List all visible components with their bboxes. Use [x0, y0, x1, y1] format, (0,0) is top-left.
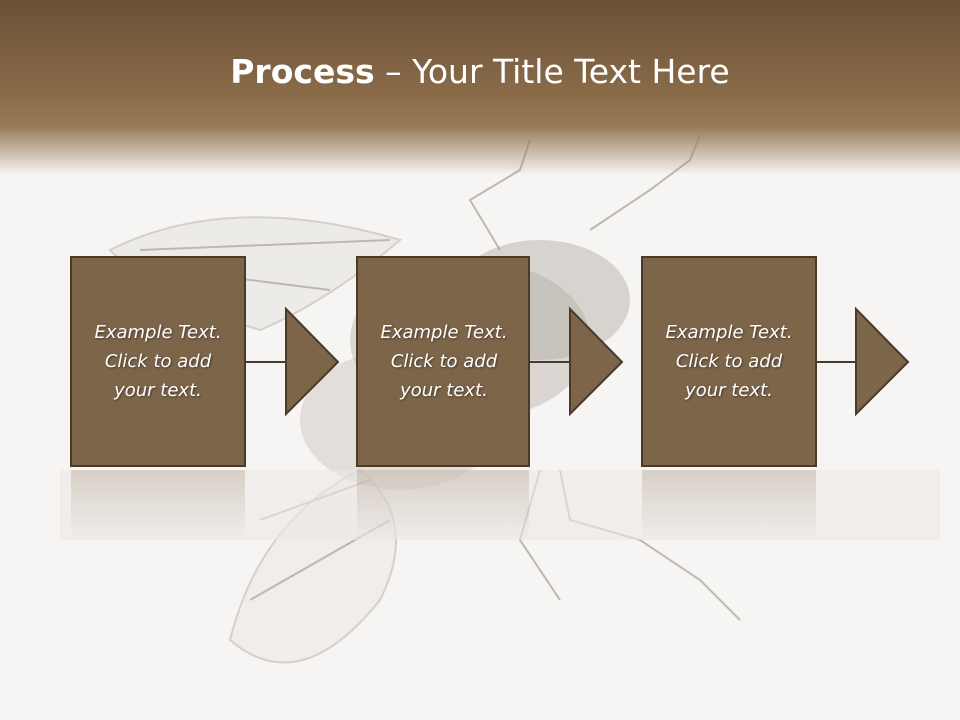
step-2-shape[interactable]: [356, 256, 624, 467]
title-rest: – Your Title Text Here: [374, 52, 730, 91]
step-1-text[interactable]: Example Text. Click to add your text.: [94, 321, 222, 401]
title-bold-word: Process: [230, 52, 375, 91]
step-2-reflection: [357, 470, 529, 540]
step-2-text[interactable]: Example Text. Click to add your text.: [380, 321, 508, 401]
step-1-shape[interactable]: [70, 256, 340, 467]
title-banner: [0, 0, 960, 175]
step-3-shape[interactable]: [641, 256, 910, 467]
slide-title[interactable]: Process – Your Title Text Here: [0, 52, 960, 91]
step-3-text[interactable]: Example Text. Click to add your text.: [665, 321, 793, 401]
step-3-reflection: [642, 470, 816, 540]
step-1-reflection: [71, 470, 245, 540]
